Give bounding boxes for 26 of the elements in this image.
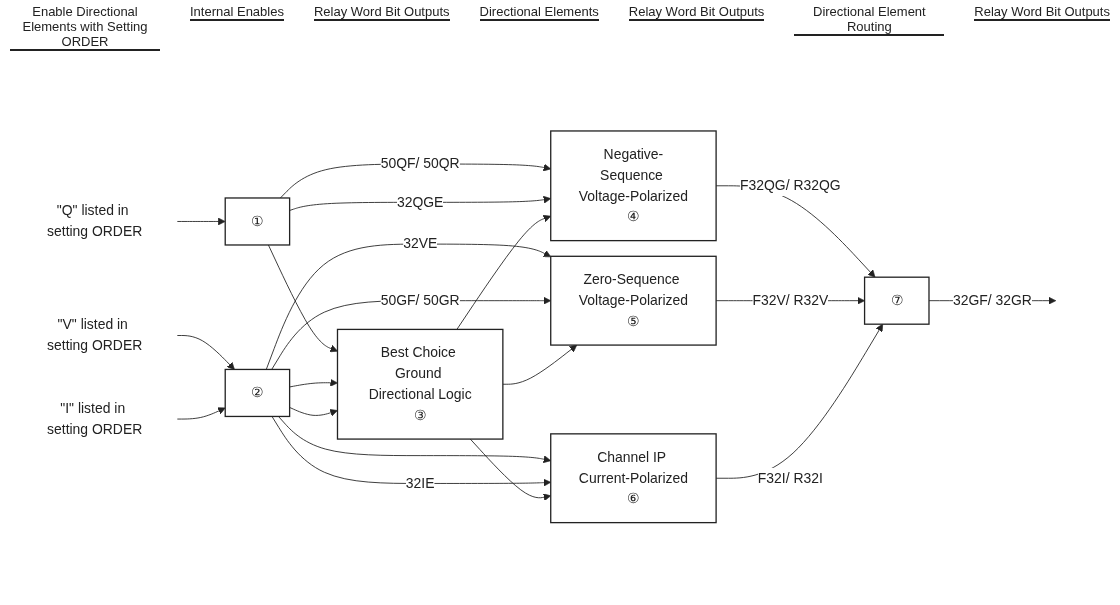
column-heading: Internal Enables (190, 4, 284, 21)
node-box: Best Choice Ground Directional Logic ③ (336, 328, 504, 440)
column-heading: Relay Word Bit Outputs (628, 4, 765, 21)
edge-label: F32V/ R32V (752, 292, 829, 308)
node-text: "I" listed in setting ORDER (47, 400, 143, 437)
edge-label: 32IE (405, 475, 435, 491)
node-text: "V" listed in setting ORDER (47, 316, 143, 353)
node-box: Negative-Sequence Voltage-Polarized ④ (550, 130, 717, 241)
node-box: ⑦ (863, 276, 930, 325)
edge-label: 32GF/ 32GR (952, 292, 1032, 308)
edge-label: 32QGE (396, 194, 444, 209)
column-heading: Relay Word Bit Outputs (974, 4, 1110, 21)
node-text: "Q" listed in setting ORDER (47, 202, 143, 239)
edge-label: F32QG/ R32QG (740, 177, 841, 193)
node-box: Channel IP Current-Polarized ⑥ (550, 432, 717, 523)
edge-label: F32I/ R32I (757, 470, 823, 485)
node-box: ② (224, 368, 291, 417)
column-heading: Directional Element Routing (794, 4, 945, 36)
node-box: ① (224, 197, 291, 246)
column-heading: Relay Word Bit Outputs (313, 4, 450, 21)
node-box: Zero-Sequence Voltage-Polarized ⑤ (550, 255, 717, 346)
edge-label: 50GF/ 50GR (380, 292, 460, 308)
edge-label: 32VE (403, 235, 438, 251)
column-heading: Enable Directional Elements with Setting ORDER (10, 4, 160, 51)
edge-label: 50QF/ 50QR (380, 155, 460, 171)
column-heading: Directional Elements (479, 4, 599, 21)
